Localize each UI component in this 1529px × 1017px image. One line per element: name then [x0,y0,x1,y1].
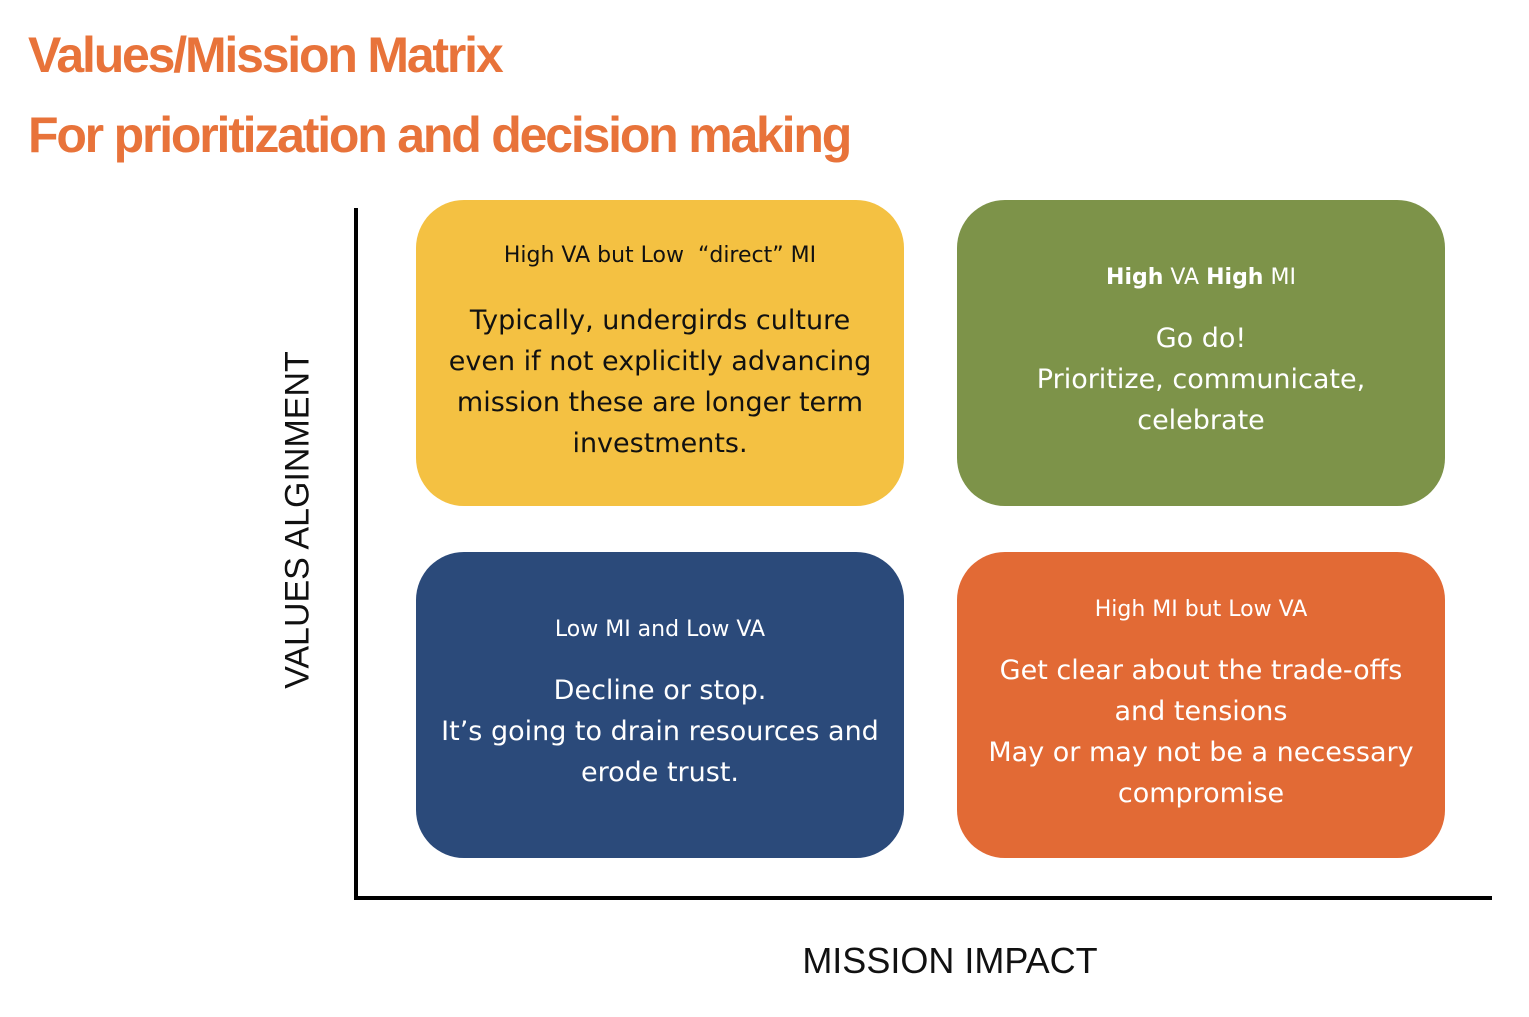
quadrant-body: Typically, undergirds culture even if no… [448,304,872,459]
title-line-2: For prioritization and decision making [28,107,852,163]
y-axis-label: VALUES ALGINMENT [278,351,317,689]
quadrant-header: High VA High MI [1106,265,1296,290]
quadrant-low-mi-low-va: Low MI and Low VA Decline or stop. It’s … [416,552,904,858]
quadrant-body-line-1: Get clear about the trade-offs and tensi… [999,654,1403,727]
quadrant-body-line-1: Decline or stop. [553,675,767,706]
quadrant-high-mi-low-va: High MI but Low VA Get clear about the t… [957,552,1445,858]
header-bold-2: High [1206,265,1264,290]
x-axis-line [354,896,1492,900]
quadrant-body-line-1: Go do! [1155,323,1247,354]
quadrant-high-va-low-mi: High VA but Low “direct” MI Typically, u… [416,200,904,506]
header-text-2: MI [1263,265,1296,290]
header-bold-1: High [1106,265,1164,290]
quadrant-body-line-2: Prioritize, communicate, celebrate [1036,364,1366,436]
quadrant-body-line-2: May or may not be a necessary compromise [988,736,1414,809]
quadrant-header: Low MI and Low VA [554,617,766,642]
x-axis-label: MISSION IMPACT [802,940,1098,981]
title-line-1: Values/Mission Matrix [28,27,504,83]
quadrant-body-line-2: It’s going to drain resources and erode … [441,716,879,788]
quadrant-high-va-high-mi: High VA High MI Go do! Prioritize, commu… [957,200,1445,506]
header-text-1: VA [1163,265,1207,290]
y-axis-line [354,208,358,900]
quadrant-header: High MI but Low VA [1094,596,1308,622]
quadrant-header: High VA but Low “direct” MI [503,242,817,268]
